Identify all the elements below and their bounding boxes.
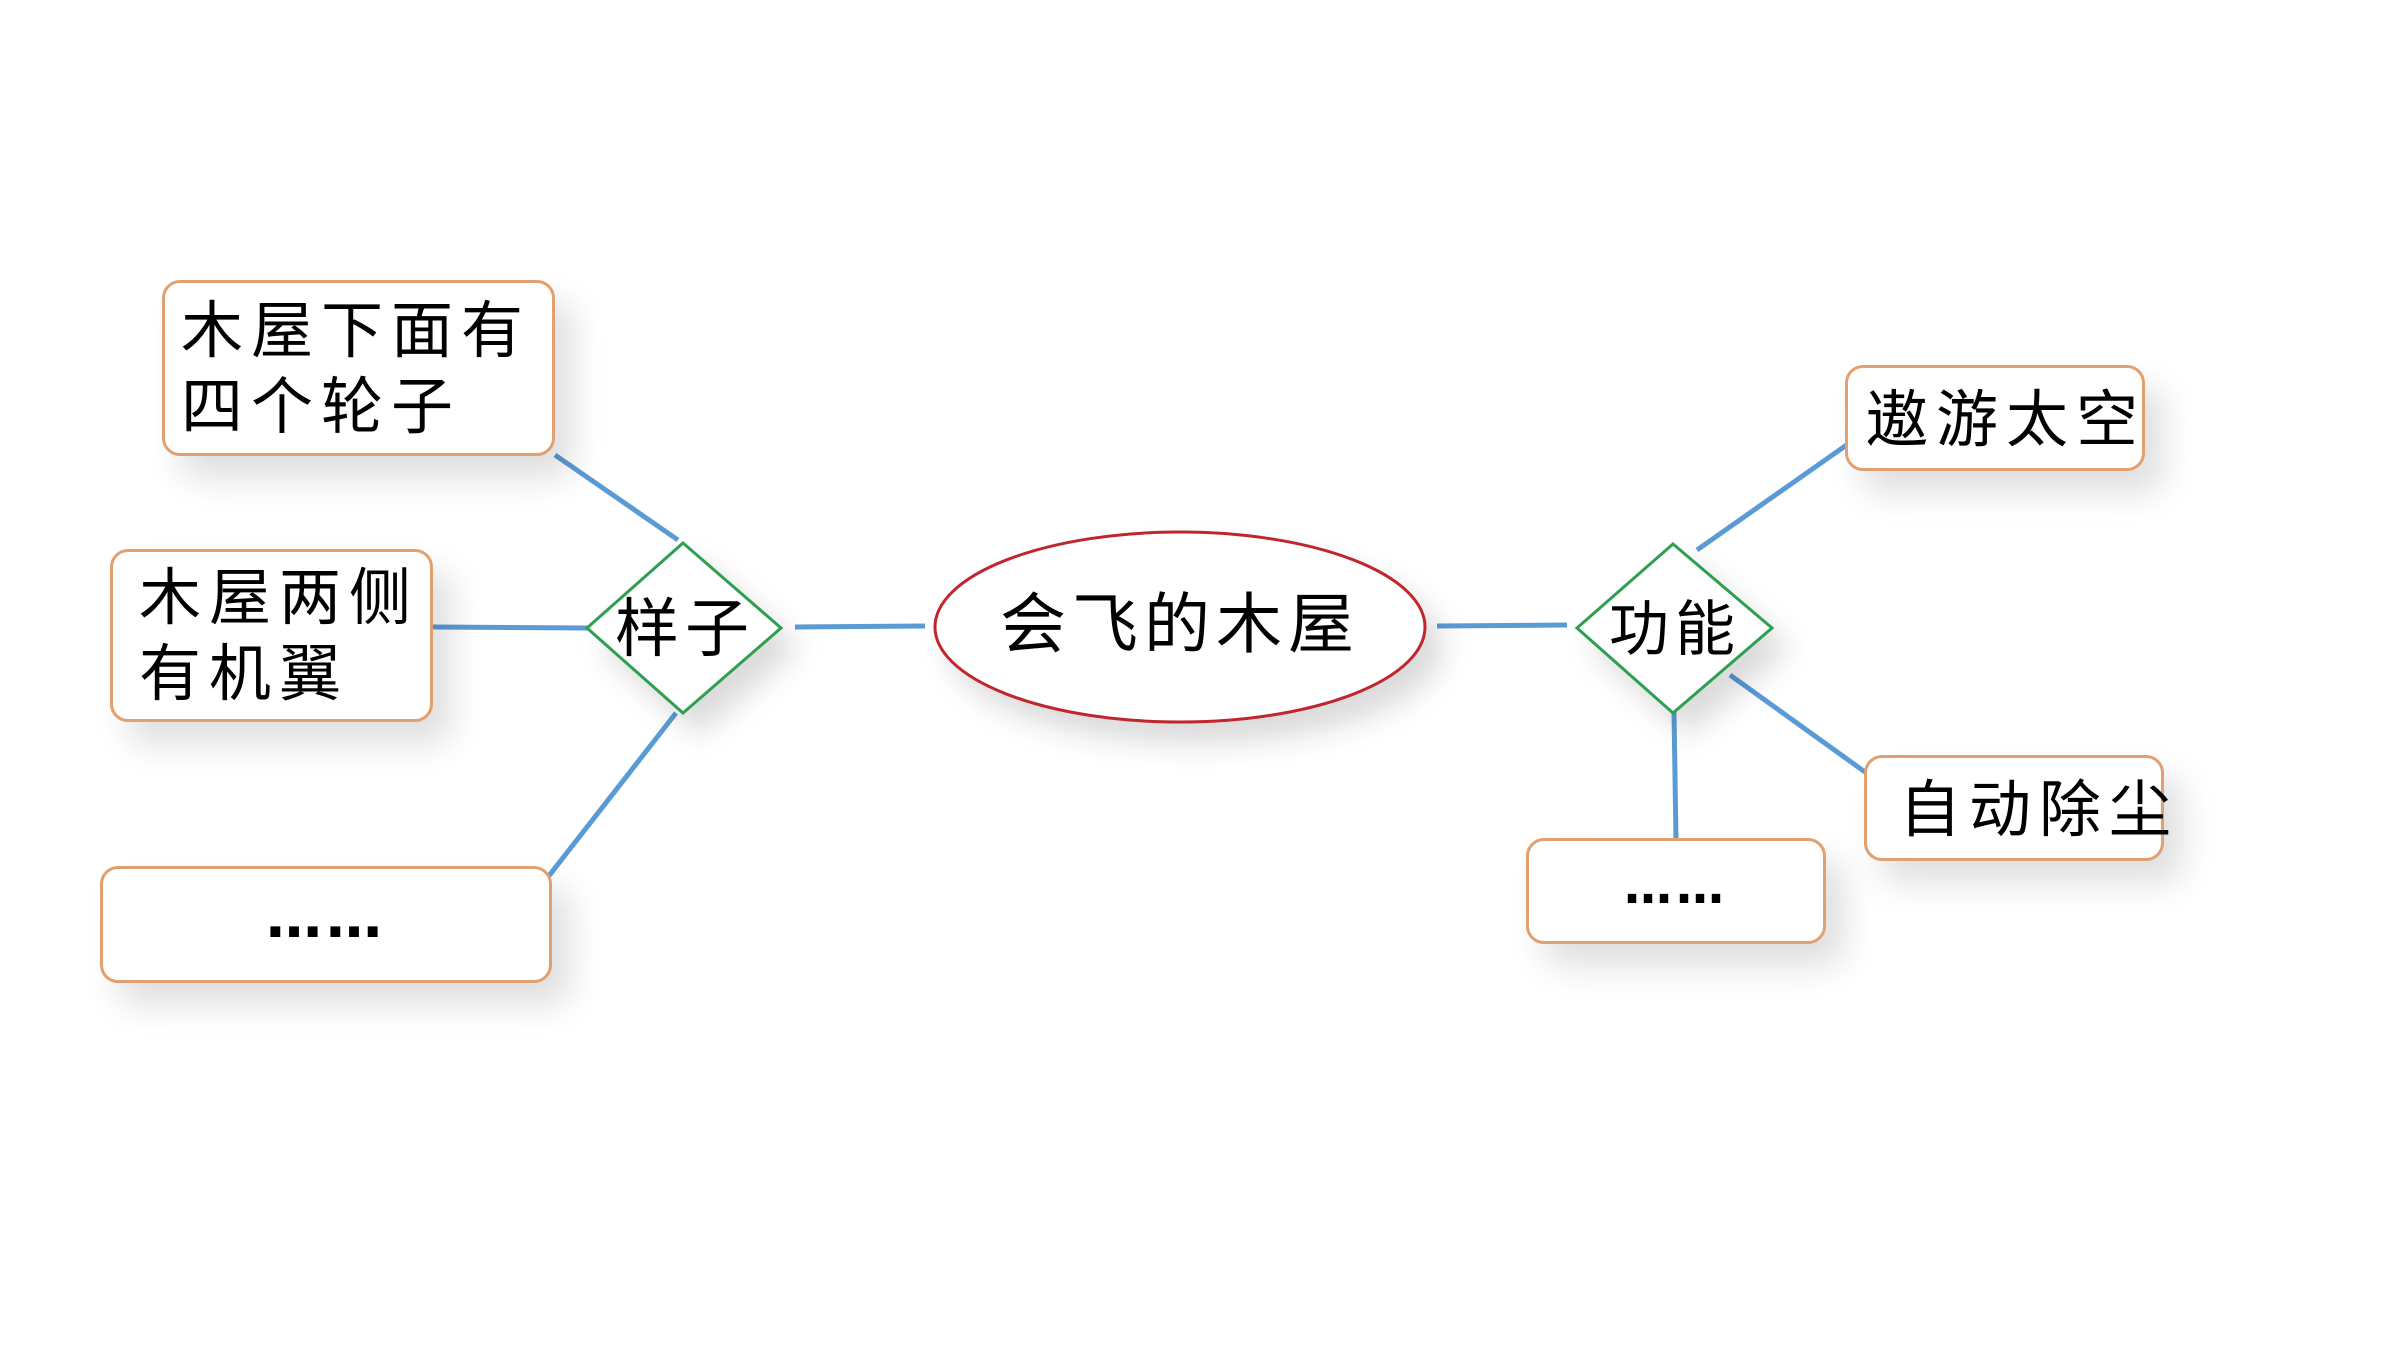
right-item-3-ellipsis: …… — [1624, 859, 1728, 915]
right-branch-label: 功能 — [1609, 595, 1741, 665]
connector-left-3 — [546, 711, 678, 879]
right-item-box-2: 自动除尘 — [1864, 755, 2171, 861]
connector-left-center — [794, 623, 926, 630]
right-item-1-line-1: 遨游太空 — [1866, 383, 2147, 456]
left-item-box-1: 木屋下面有 四个轮子 — [162, 280, 555, 456]
left-item-box-2: 木屋两侧 有机翼 — [110, 549, 433, 722]
right-item-box-3: …… — [1526, 838, 1826, 944]
left-item-1-line-1: 木屋下面有 — [181, 294, 532, 367]
connector-left-1 — [553, 452, 680, 543]
connector-center-right — [1436, 622, 1568, 629]
right-item-2-line-1: 自动除尘 — [1899, 773, 2180, 846]
connector-left-2 — [432, 624, 589, 631]
connector-right-2 — [1728, 672, 1867, 775]
right-branch-diamond — [1574, 542, 1775, 715]
center-node-label: 会飞的木屋 — [1000, 586, 1360, 663]
right-item-box-1: 遨游太空 — [1845, 365, 2145, 471]
connector-right-3 — [1671, 711, 1679, 841]
left-item-1-line-2: 四个轮子 — [181, 370, 462, 443]
center-node-ellipse — [933, 530, 1427, 724]
left-item-box-3: …… — [100, 866, 552, 983]
connector-right-1 — [1695, 441, 1850, 553]
left-branch-diamond — [584, 541, 784, 715]
left-item-2-line-2: 有机翼 — [139, 637, 350, 710]
left-branch-label: 样子 — [615, 593, 755, 667]
left-item-3-ellipsis: …… — [266, 886, 386, 951]
left-item-2-line-1: 木屋两侧 — [139, 561, 420, 634]
